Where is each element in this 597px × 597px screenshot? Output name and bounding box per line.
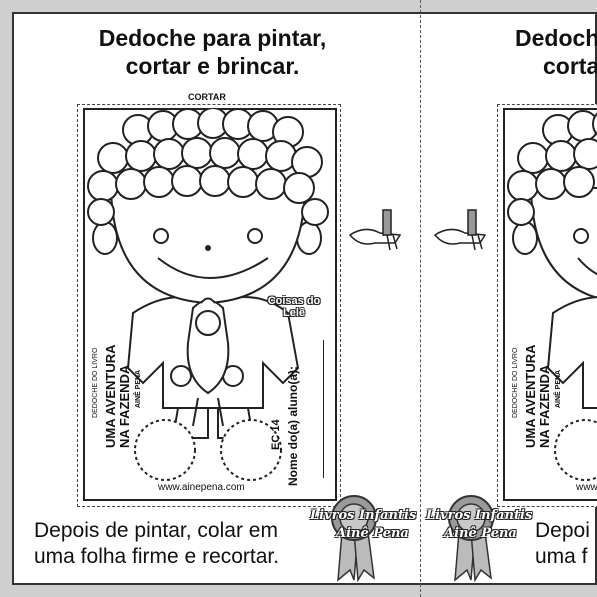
logo-line-2: Ainê Pena xyxy=(336,526,409,541)
website-url-right: www.ai xyxy=(576,482,597,493)
title-right-line-2: corta xyxy=(543,53,597,79)
award-medal-icon xyxy=(331,495,377,582)
award-medal-icon-2 xyxy=(448,495,494,582)
page-title: Dedoche para pintar, cortar e brincar. xyxy=(60,24,365,80)
title-right-line-1: Dedoche xyxy=(515,25,597,51)
logo-line-1-right: Livros Infantis xyxy=(426,508,533,523)
book-small-label: DEDOCHE DO LIVRO xyxy=(92,347,99,418)
author-label: AINÊ PENA xyxy=(135,369,142,408)
author-label-right: AINÊ PENA xyxy=(555,369,562,408)
logo-line-1: Livros Infantis xyxy=(310,508,417,523)
instructions-right-line-1: Depoi xyxy=(535,519,590,542)
badge-line-1: Coisas do xyxy=(267,295,321,307)
instructions: Depois de pintar, colar em uma folha fir… xyxy=(34,518,279,570)
cut-divider-line xyxy=(420,0,421,597)
boy-puppet-illustration xyxy=(87,108,329,481)
page-title-right: Dedoche corta xyxy=(515,24,597,80)
coisas-do-lele-badge: Coisas do Lelê xyxy=(262,292,326,326)
boy-puppet-illustration-right xyxy=(507,110,597,481)
instructions-right-line-2: uma f xyxy=(535,545,588,568)
instructions-right: Depoi uma f xyxy=(535,518,590,570)
instructions-line-2: uma folha firme e recortar. xyxy=(34,545,280,568)
book-title-right: UMA AVENTURA NA FAZENDA xyxy=(523,344,552,448)
website-url: www.ainepena.com xyxy=(158,482,245,493)
badge-line-2: Lelê xyxy=(282,307,305,319)
code-label: EC 14 xyxy=(270,419,282,450)
book-title-right-line-1: UMA AVENTURA xyxy=(523,344,538,448)
book-small-label-right: DEDOCHE DO LIVRO xyxy=(512,347,519,418)
student-name-field-label: Nome do(a) aluno(a): xyxy=(286,366,300,486)
title-line-2: cortar e brincar. xyxy=(125,53,300,79)
finger-hand-icon xyxy=(348,209,402,251)
student-name-line[interactable] xyxy=(323,340,324,478)
logo-line-2-right: Ainê Pena xyxy=(444,526,517,541)
title-line-1: Dedoche para pintar, xyxy=(98,25,327,51)
instructions-line-1: Depois de pintar, colar em xyxy=(34,519,278,542)
book-title-right-line-2: NA FAZENDA xyxy=(537,364,552,448)
book-title: UMA AVENTURA NA FAZENDA xyxy=(103,344,132,448)
book-title-line-1: UMA AVENTURA xyxy=(103,344,118,448)
book-title-line-2: NA FAZENDA xyxy=(117,364,132,448)
finger-hand-icon-2 xyxy=(433,209,487,251)
cut-label: CORTAR xyxy=(188,92,226,102)
